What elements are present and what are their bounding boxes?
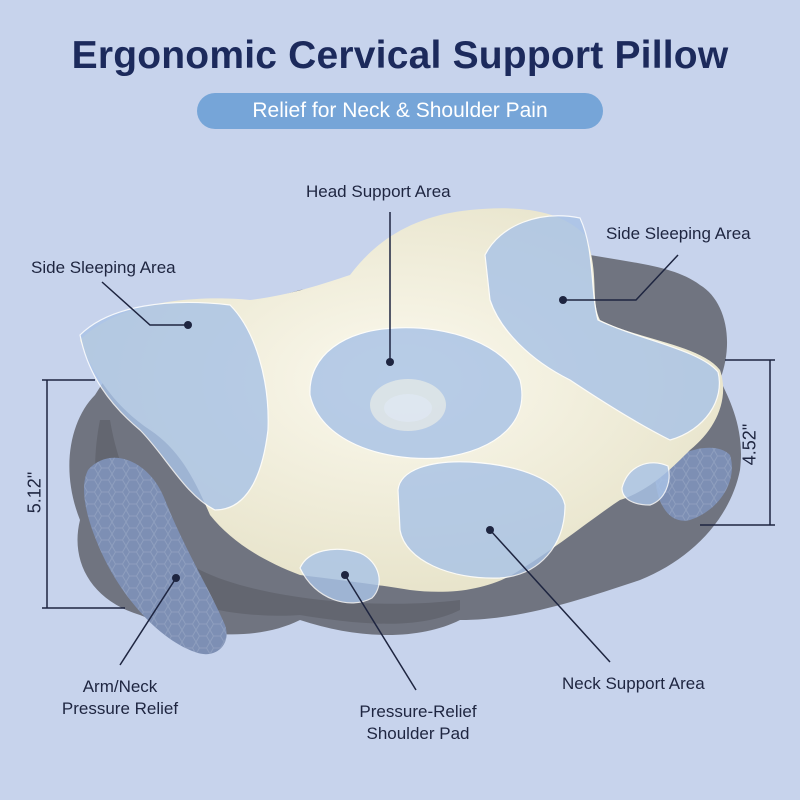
label-arm-neck-line1: Arm/Neck (82, 677, 158, 696)
dimension-right: 4.52" (739, 423, 760, 466)
zone-right-corner (621, 462, 670, 506)
callout-dot-neck (486, 526, 494, 534)
label-arm-neck-relief: Arm/Neck Pressure Relief (50, 676, 190, 720)
dimension-left: 5.12" (24, 471, 45, 514)
callout-dot-side-left (184, 321, 192, 329)
subtitle-badge: Relief for Neck & Shoulder Pain (197, 93, 603, 129)
zone-side-sleeping-right (484, 215, 720, 441)
label-head-support: Head Support Area (306, 182, 451, 201)
zone-neck-support (397, 461, 566, 579)
label-shoulder-pad-line2: Shoulder Pad (366, 724, 470, 743)
label-shoulder-pad: Pressure-Relief Shoulder Pad (348, 701, 488, 745)
callout-dot-arm-neck (172, 574, 180, 582)
label-shoulder-pad-line1: Pressure-Relief (359, 702, 477, 721)
callout-dot-shoulder (341, 571, 349, 579)
label-side-sleeping-left: Side Sleeping Area (31, 258, 176, 277)
callout-dot-head (386, 358, 394, 366)
page-title: Ergonomic Cervical Support Pillow (71, 34, 729, 77)
label-arm-neck-line2: Pressure Relief (61, 699, 179, 718)
zone-shoulder-pad (299, 548, 380, 604)
zone-side-sleeping-left (79, 301, 269, 511)
label-side-sleeping-right: Side Sleeping Area (606, 224, 751, 243)
label-neck-support: Neck Support Area (562, 674, 705, 693)
callout-dot-side-right (559, 296, 567, 304)
